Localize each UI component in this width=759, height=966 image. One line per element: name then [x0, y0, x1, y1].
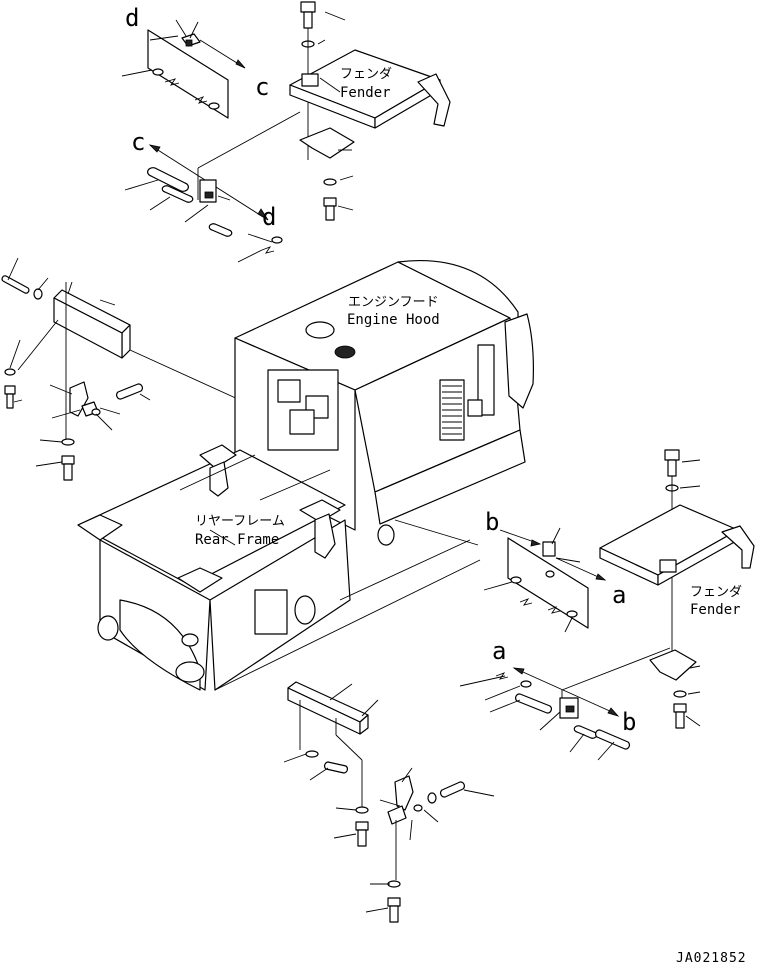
rear-frame — [77, 444, 481, 691]
ref-label-a-upper: a — [612, 581, 626, 609]
drawing-code: JA021852 — [676, 951, 747, 966]
ref-label-d-mid: d — [262, 203, 276, 231]
bolt-icon — [664, 449, 680, 477]
bolt-icon — [300, 1, 316, 29]
engine-hood-jp-label: エンジンフード — [348, 295, 439, 310]
detail-ab-upper — [483, 527, 607, 633]
fender-right — [599, 449, 755, 729]
fender-right-en-label: Fender — [690, 602, 741, 618]
bottom-bracket-assembly — [283, 681, 495, 923]
ref-label-a-lower: a — [492, 637, 506, 665]
vent-grille-icon — [442, 385, 462, 435]
engine-hood-en-label: Engine Hood — [347, 312, 440, 328]
fender-top-jp-label: フェンダ — [340, 67, 392, 82]
detail-cd-lower — [124, 111, 301, 263]
detail-cd-upper — [121, 19, 246, 119]
ref-label-d-top: d — [125, 4, 139, 32]
ref-label-c-top: c — [255, 73, 269, 101]
bolt-icon — [1, 275, 30, 294]
ref-label-b-upper: b — [485, 508, 499, 536]
rear-frame-en-label: Rear Frame — [195, 532, 279, 548]
ref-label-c-mid: c — [131, 128, 145, 156]
ref-label-b-lower: b — [622, 708, 636, 736]
fender-top — [289, 1, 451, 221]
rear-frame-jp-label: リヤーフレーム — [195, 514, 285, 529]
engine-hood — [234, 259, 534, 531]
left-bracket-assembly — [1, 257, 241, 481]
detail-ab-lower — [459, 647, 671, 761]
fender-right-jp-label: フェンダ — [690, 585, 742, 600]
fender-top-en-label: Fender — [340, 85, 391, 101]
